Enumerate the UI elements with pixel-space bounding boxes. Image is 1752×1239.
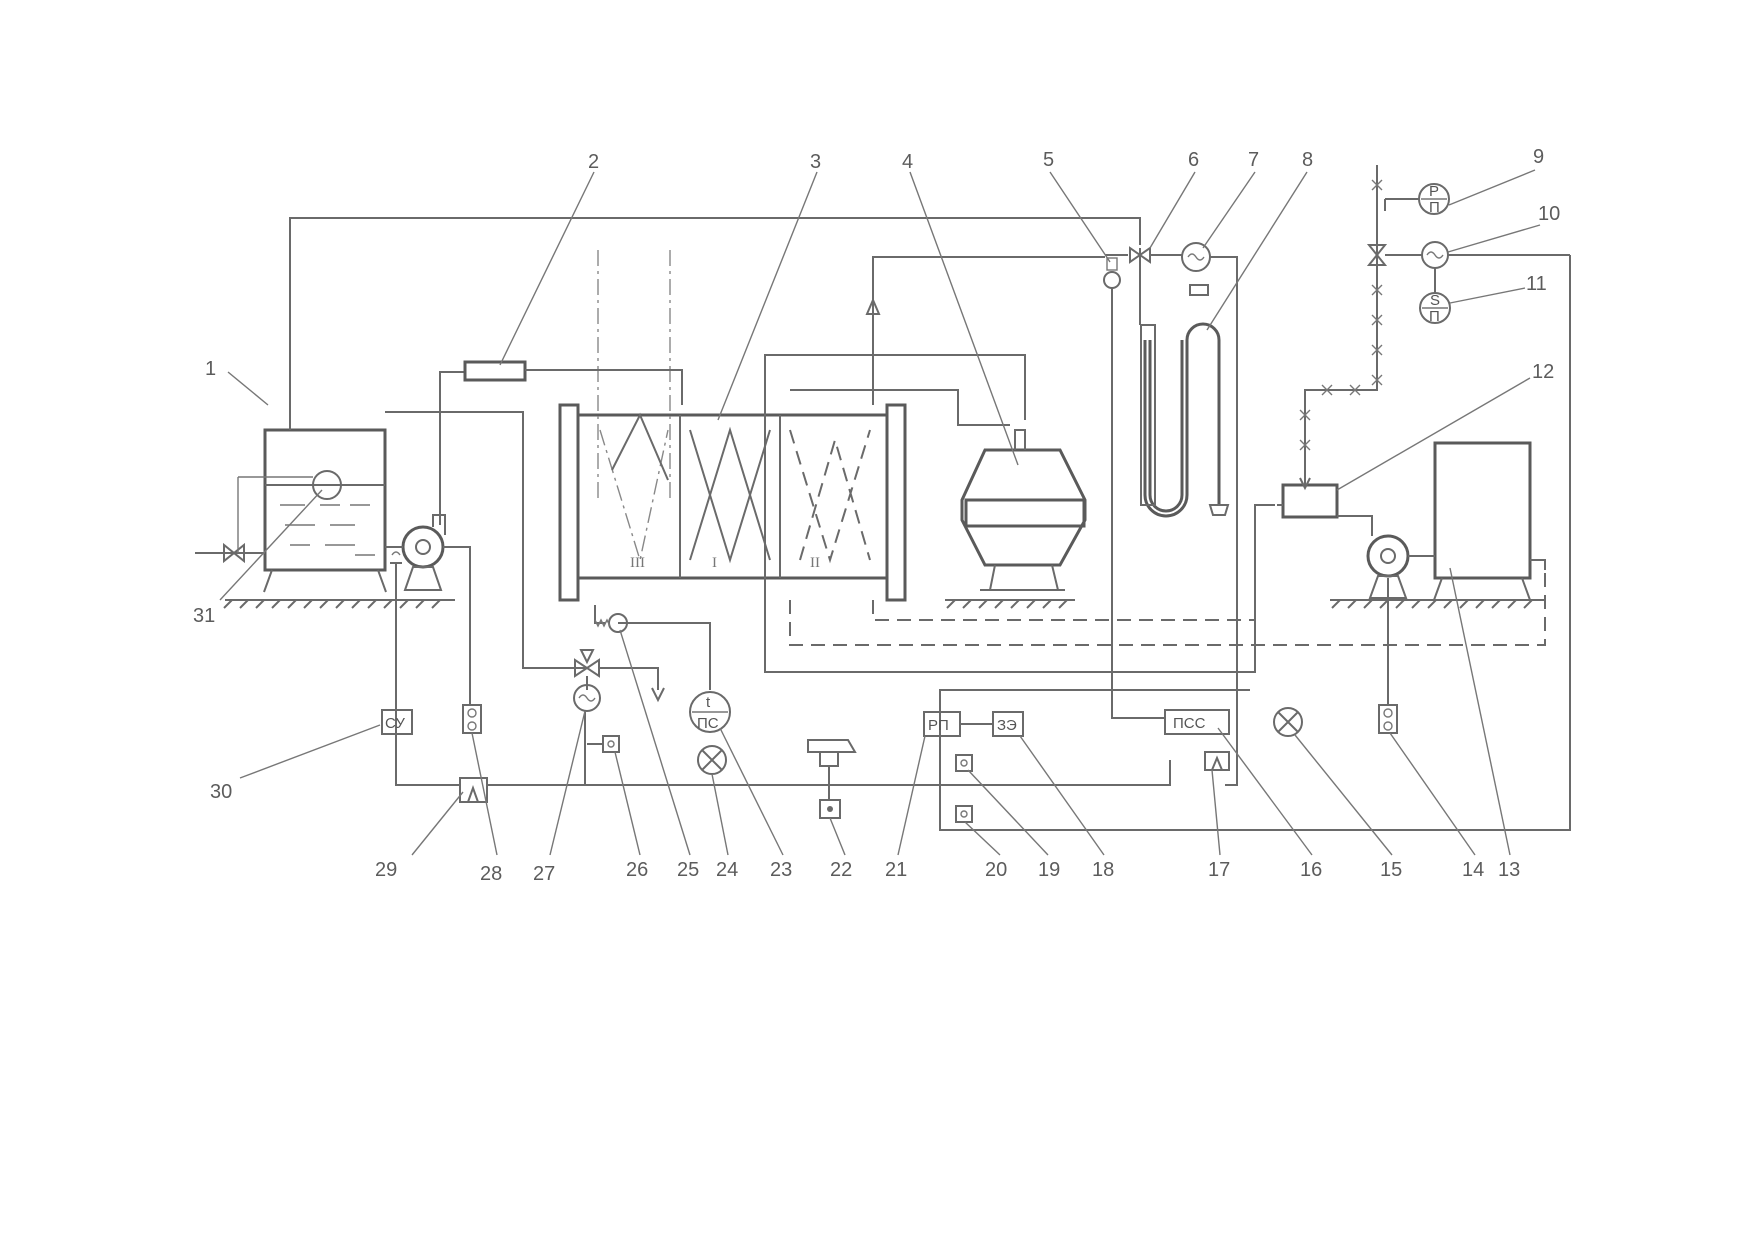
three-way-valve-icon [573, 649, 601, 712]
level-gauge-icon: S П [1419, 292, 1451, 325]
sensor-19-icon [955, 754, 973, 772]
ref-number-15: 15 [1380, 859, 1402, 881]
svg-text:П: П [1429, 199, 1440, 216]
svg-text:ПСС: ПСС [1173, 715, 1206, 732]
sensor-5-icon [1103, 271, 1121, 289]
pss-box: ПСС [1164, 709, 1230, 735]
ref-number-3: 3 [810, 151, 821, 173]
sensor-26-icon [587, 735, 620, 753]
indicator-lamp-24-icon [697, 745, 727, 775]
indicator-lamp-15-icon [1273, 707, 1303, 737]
ref-number-14: 14 [1462, 859, 1484, 881]
ref-number-22: 22 [830, 859, 852, 881]
svg-text:S: S [1430, 292, 1440, 309]
reference-numbers: 1 2 3 4 5 6 7 8 9 10 11 12 13 14 15 16 1… [193, 146, 1560, 885]
sensor-14-icon [1378, 704, 1398, 734]
u-tube-manometer-icon [1140, 284, 1230, 518]
ref-number-2: 2 [588, 151, 599, 173]
ref-number-26: 26 [626, 859, 648, 881]
ref-number-30: 30 [210, 781, 232, 803]
ref-number-18: 18 [1092, 859, 1114, 881]
ref-number-16: 16 [1300, 859, 1322, 881]
svg-text:РП: РП [928, 717, 949, 734]
ground-lines [223, 599, 1545, 609]
gas-supply-line [1299, 165, 1570, 491]
ref-number-21: 21 [885, 859, 907, 881]
thermometer-icon: t ПС [689, 691, 731, 733]
zone-label-ii: II [810, 555, 820, 571]
svg-text:ЗЭ: ЗЭ [997, 717, 1017, 734]
svg-text:Р: Р [1429, 183, 1439, 200]
ref-number-19: 19 [1038, 859, 1060, 881]
ref-number-11: 11 [1526, 273, 1547, 295]
ejector-icon [463, 360, 527, 382]
ref-number-4: 4 [902, 151, 913, 173]
ze-box: ЗЭ [992, 711, 1024, 737]
centrifuge-icon [960, 429, 1087, 591]
ref-number-29: 29 [375, 859, 397, 881]
ref-number-5: 5 [1043, 149, 1054, 171]
ref-number-23: 23 [770, 859, 792, 881]
svg-text:СУ: СУ [385, 715, 405, 732]
leader-lines [219, 169, 1541, 856]
ref-number-20: 20 [985, 859, 1007, 881]
svg-text:t: t [706, 694, 711, 711]
recorder-icon [807, 739, 857, 819]
controller-29-icon [459, 777, 488, 803]
gas-valve-icon [1366, 244, 1388, 266]
ref-number-6: 6 [1188, 149, 1199, 171]
sensor-25-icon [594, 613, 628, 633]
ref-number-27: 27 [533, 863, 555, 885]
flow-meter-27-icon [573, 684, 601, 712]
right-tank-icon [1408, 441, 1546, 601]
ref-number-9: 9 [1533, 146, 1544, 168]
ref-number-31: 31 [193, 605, 215, 627]
ref-number-25: 25 [677, 859, 699, 881]
svg-text:ПС: ПС [697, 715, 719, 732]
sensor-17-icon [1204, 751, 1230, 771]
pressure-gauge-icon: Р П [1418, 183, 1450, 216]
right-pump-icon [1337, 515, 1410, 599]
ref-number-12: 12 [1532, 361, 1554, 383]
sensor-20-icon [955, 805, 973, 823]
zone-label-iii: III [630, 555, 645, 571]
heater-icon [1281, 483, 1339, 519]
flow-meter-icon [1421, 241, 1449, 269]
sensor-28-icon [462, 704, 482, 734]
tank-icon [195, 428, 387, 593]
ref-number-10: 10 [1538, 203, 1560, 225]
ref-number-7: 7 [1248, 149, 1259, 171]
zone-label-i: I [712, 555, 717, 571]
ref-number-17: 17 [1208, 859, 1230, 881]
ref-number-8: 8 [1302, 149, 1313, 171]
ref-number-1: 1 [205, 358, 216, 380]
rp-box: РП [923, 711, 993, 737]
float-sensor-icon [312, 470, 342, 500]
svg-text:П: П [1429, 308, 1440, 325]
ref-number-13: 13 [1498, 859, 1520, 881]
ref-number-28: 28 [480, 863, 502, 885]
su-box: СУ [381, 709, 413, 735]
ref-number-24: 24 [716, 859, 738, 881]
reactor-icon: III I II [558, 250, 907, 602]
piping [289, 217, 1571, 831]
inlet-valve-icon [223, 542, 245, 564]
